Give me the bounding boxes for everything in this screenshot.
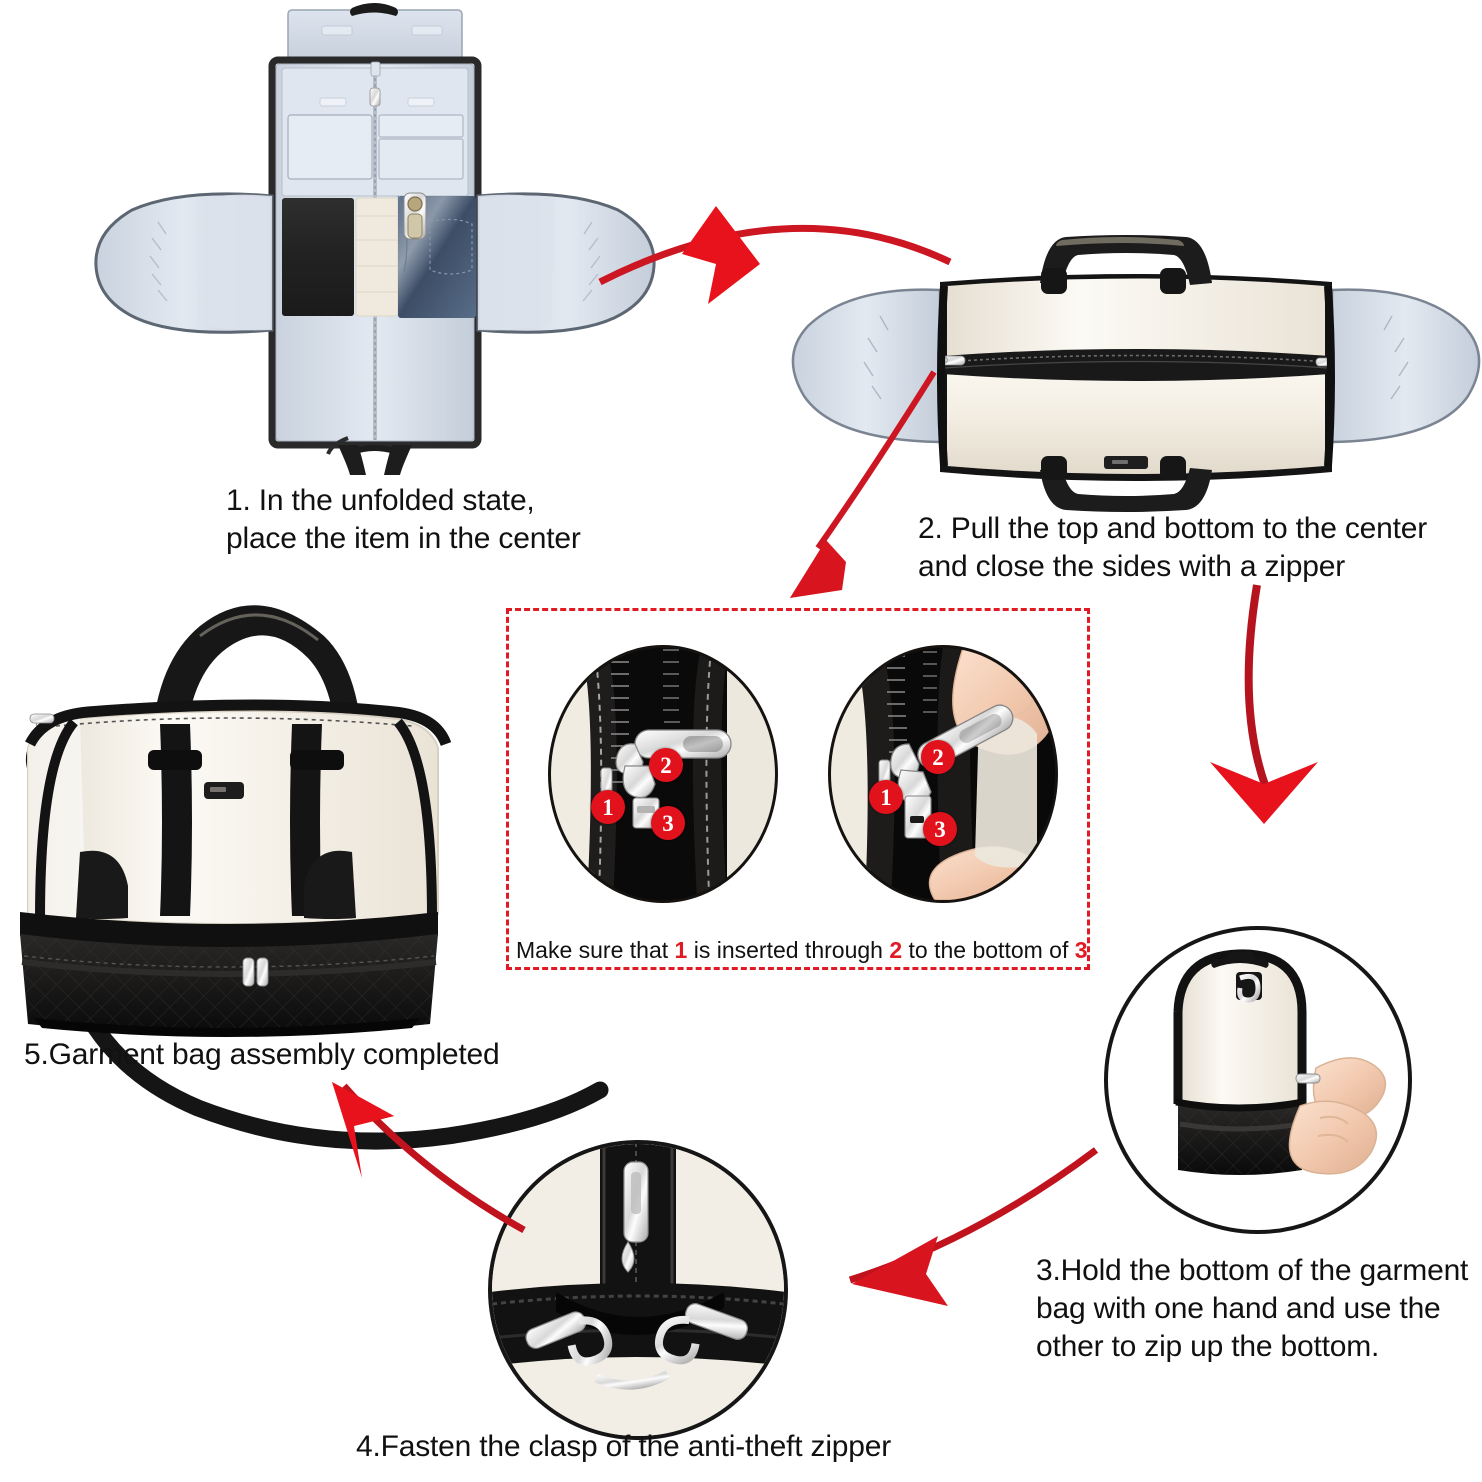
callout-num-1: 1 (674, 937, 688, 963)
step5-caption: 5.Garment bag assembly completed (24, 1036, 544, 1074)
step3-caption: 3.Hold the bottom of the garment bag wit… (1036, 1252, 1482, 1366)
callout-num-3: 3 (1074, 937, 1088, 963)
badge-3: 3 (923, 812, 957, 846)
step4-caption: 4.Fasten the clasp of the anti-theft zip… (356, 1428, 976, 1466)
arrow-step1-to-step2 (598, 206, 952, 304)
step1-caption: 1. In the unfolded state, place the item… (226, 482, 646, 558)
zipper-detail-inset-1: 1 2 3 (548, 645, 778, 903)
badge-3: 3 (651, 806, 685, 840)
step1-caption-line1: 1. In the unfolded state, (226, 484, 535, 517)
step2-caption-line1: 2. Pull the top and bottom to the center (918, 512, 1428, 545)
callout-caption: Make sure that 1 is inserted through 2 t… (516, 937, 1088, 963)
zipper-photo-no-hand (551, 648, 775, 900)
zipper-detail-inset-2: 1 2 3 (828, 645, 1058, 903)
step3-caption-line3: other to zip up the bottom. (1036, 1330, 1380, 1363)
step3-illustration (1104, 926, 1412, 1234)
step2-illustration (791, 235, 1481, 512)
arrow-step4-to-step5 (332, 1082, 526, 1234)
step4-illustration (488, 1140, 788, 1440)
step3-caption-line1: 3.Hold the bottom of the garment (1036, 1254, 1469, 1287)
arrow-step2-to-step3 (1210, 584, 1318, 824)
step1-caption-line2: place the item in the center (226, 522, 581, 555)
step2-caption: 2. Pull the top and bottom to the center… (918, 510, 1478, 586)
badge-2: 2 (921, 740, 955, 774)
step2-caption-line2: and close the sides with a zipper (918, 550, 1345, 583)
arrow-step2-to-callout (790, 370, 937, 598)
zipper-photo-with-hand (831, 648, 1055, 900)
step4-caption-line1: 4.Fasten the clasp of the anti-theft zip… (356, 1430, 892, 1463)
step1-illustration (94, 3, 656, 475)
step5-caption-line1: 5.Garment bag assembly completed (24, 1038, 500, 1071)
step3-caption-line2: bag with one hand and use the (1036, 1292, 1441, 1325)
badge-1: 1 (591, 790, 625, 824)
badge-2: 2 (649, 748, 683, 782)
callout-num-2: 2 (889, 937, 903, 963)
badge-1: 1 (869, 780, 903, 814)
